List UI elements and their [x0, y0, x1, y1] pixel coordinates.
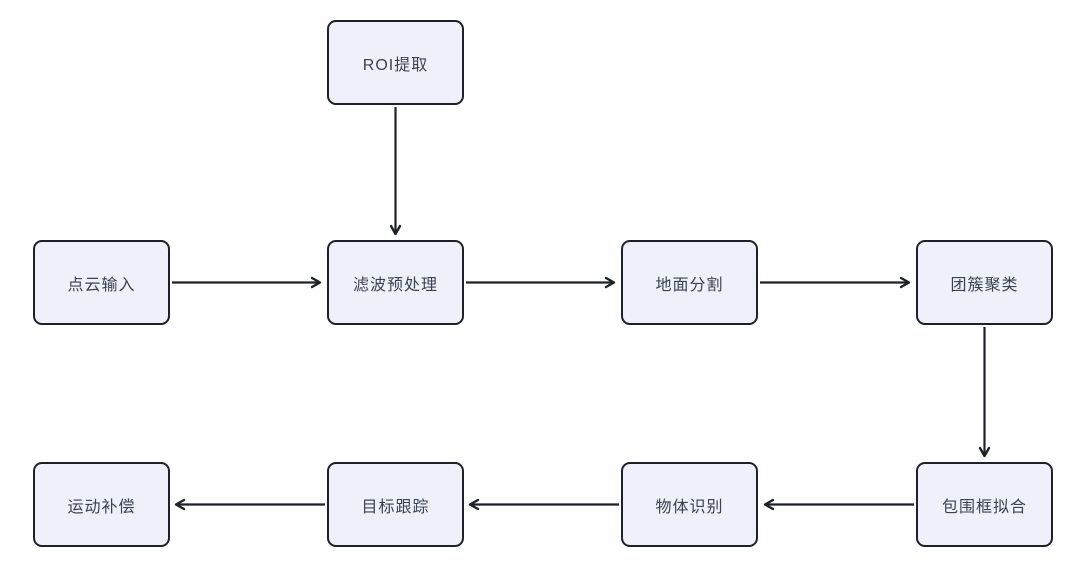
node-object-recognition[interactable]: 物体识别	[621, 462, 758, 547]
node-ground-segmentation[interactable]: 地面分割	[621, 240, 758, 325]
node-label: 地面分割	[655, 276, 724, 294]
node-bounding-box-fitting[interactable]: 包围框拟合	[916, 462, 1053, 547]
node-target-tracking[interactable]: 目标跟踪	[327, 462, 464, 547]
node-label: 包围框拟合	[941, 498, 1027, 516]
node-cluster-clustering[interactable]: 团簇聚类	[916, 240, 1053, 325]
node-label: 滤波预处理	[352, 276, 438, 294]
node-roi-extraction[interactable]: ROI提取	[327, 20, 464, 105]
node-motion-compensation[interactable]: 运动补偿	[33, 462, 170, 547]
node-label: 团簇聚类	[950, 276, 1019, 294]
node-label: 点云输入	[67, 276, 136, 294]
node-label: ROI提取	[362, 56, 429, 74]
node-label: 运动补偿	[67, 498, 136, 516]
node-label: 物体识别	[655, 498, 724, 516]
node-label: 目标跟踪	[361, 498, 430, 516]
node-point-cloud-input[interactable]: 点云输入	[33, 240, 170, 325]
node-filter-preprocessing[interactable]: 滤波预处理	[327, 240, 464, 325]
